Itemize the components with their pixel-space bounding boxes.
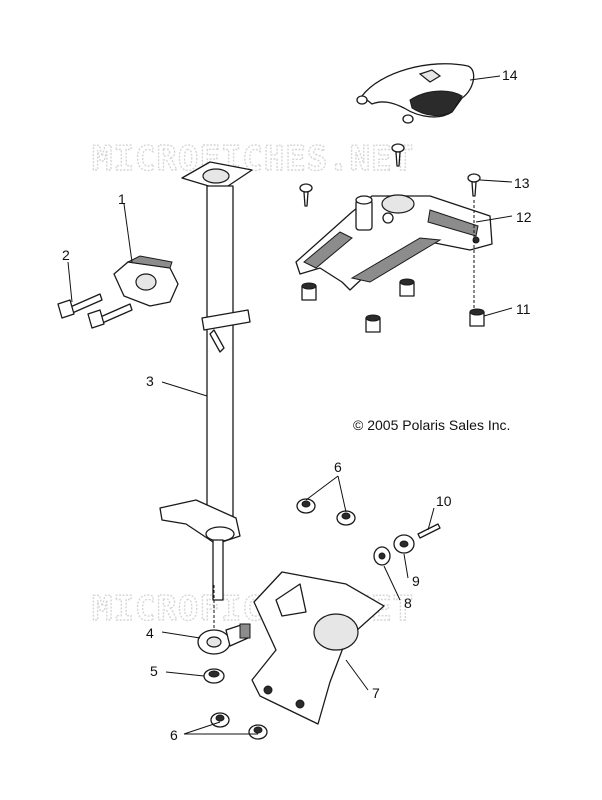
- watermark-top: MICROFICHES.NET: [92, 139, 414, 179]
- copyright-text: © 2005 Polaris Sales Inc.: [353, 417, 510, 433]
- part-12-bracket: [295, 194, 493, 291]
- leader-lines: [67, 75, 513, 735]
- callout-13: 13: [514, 175, 530, 191]
- callout-1: 1: [118, 191, 126, 207]
- part-6-nuts-lower: [210, 712, 268, 740]
- part-2-bolts: [57, 293, 133, 329]
- part-7-lower-bracket: [251, 571, 385, 725]
- part-10-cotter-pin: [417, 523, 441, 539]
- callout-4: 4: [146, 625, 154, 641]
- part-3-steering-column: [159, 161, 253, 601]
- callout-8: 8: [404, 595, 412, 611]
- callout-2: 2: [62, 247, 70, 263]
- callout-5: 5: [150, 663, 158, 679]
- part-4-eye-bolt: [197, 623, 251, 655]
- part-11-nuts: [301, 278, 485, 333]
- callout-6-upper: 6: [334, 459, 342, 475]
- part-5-nut: [203, 668, 225, 684]
- part-8-washer: [373, 546, 391, 566]
- callout-14: 14: [502, 67, 518, 83]
- callout-10: 10: [436, 493, 452, 509]
- part-6-nuts-upper: [296, 498, 356, 526]
- callout-11: 11: [516, 301, 531, 317]
- callout-3: 3: [146, 373, 154, 389]
- part-13-screw: [467, 173, 481, 197]
- part-9-nut: [393, 534, 415, 554]
- screw-left: [299, 183, 313, 207]
- screw-small-top: [391, 143, 405, 167]
- part-14-cover: [356, 63, 475, 124]
- callout-9: 9: [412, 573, 420, 589]
- callout-7: 7: [372, 685, 380, 701]
- part-1-clamp: [113, 255, 179, 307]
- callout-12: 12: [516, 209, 532, 225]
- callout-6-lower: 6: [170, 727, 178, 743]
